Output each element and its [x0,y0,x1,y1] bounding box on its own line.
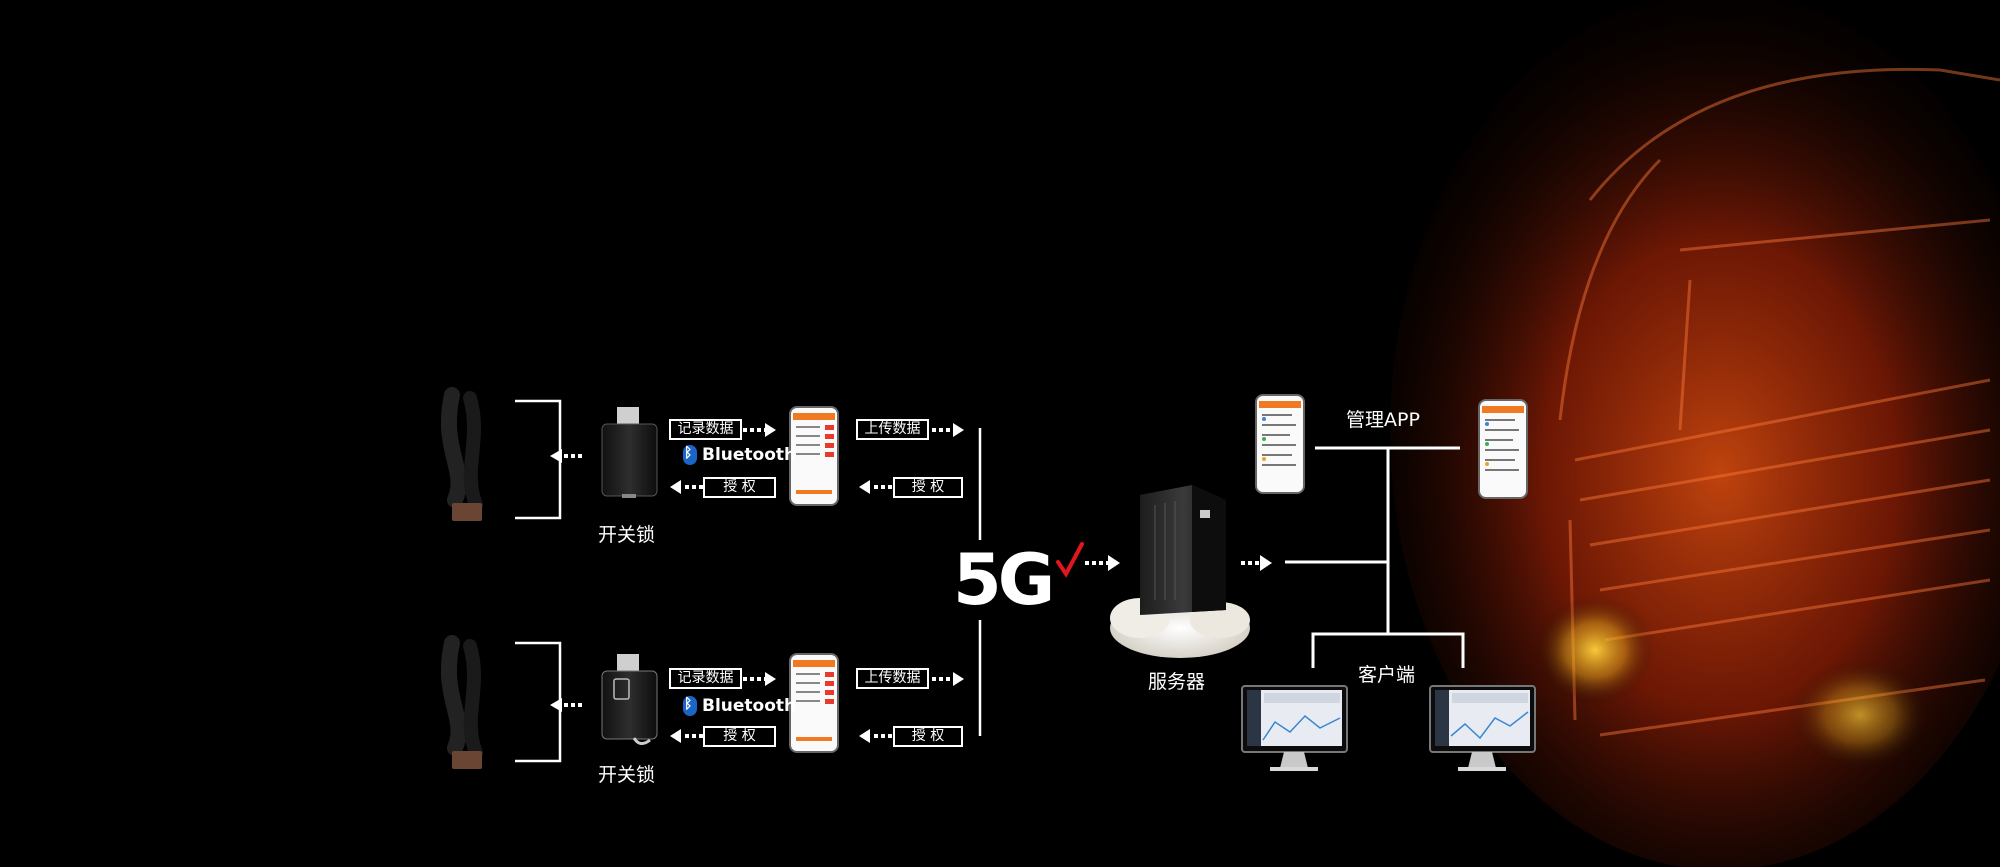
authorize-label: 授 权 [893,726,963,747]
upload-data-label: 上传数据 [856,668,929,689]
phone-app-image [789,653,839,753]
lock-row-2 [440,635,964,769]
record-data-label: 记录数据 [669,668,742,689]
dashed-arrow-left [859,729,892,743]
bluetooth-label: Bluetooth [683,445,796,465]
server-label: 服务器 [1148,671,1206,693]
client-monitor-image [1429,685,1536,771]
client-monitor-image [1241,685,1348,771]
bluetooth-label: Bluetooth [683,696,796,716]
lock-row-1 [440,387,964,521]
dashed-arrow-right [932,672,964,686]
dashed-arrow-left [550,698,582,712]
dashed-arrow-left [670,480,703,494]
lock-label: 开关锁 [598,764,656,786]
client-label: 客户端 [1358,664,1416,686]
authorize-label: 授 权 [893,477,963,498]
dashed-arrow-right [743,672,776,686]
management-app-label: 管理APP [1346,409,1420,431]
dashed-arrow-right [743,423,776,437]
record-data-label: 记录数据 [669,419,742,440]
bluetooth-icon [683,445,697,465]
authorize-label: 授 权 [703,726,776,747]
bluetooth-icon [683,696,697,716]
bluetooth-text: Bluetooth [702,696,797,716]
dashed-arrow-left [550,449,582,463]
chain-lock-image [440,635,483,769]
server-image [1110,485,1250,658]
distribution-lines [1285,446,1465,668]
dashed-arrow-right [932,423,964,437]
chain-lock-image [440,387,483,521]
smart-lock-image [601,407,658,498]
smart-lock-image [601,654,658,745]
bracket-line [515,399,562,520]
network-5g-label: 5G [953,539,1055,621]
management-phone-image [1478,399,1528,499]
truck-background-image [1390,0,2000,867]
bracket-line [515,641,562,763]
dashed-arrow-right [1241,555,1272,571]
dashed-arrow-left [859,480,892,494]
lock-label: 开关锁 [598,524,656,546]
check-mark-icon [1056,542,1084,578]
upload-data-label: 上传数据 [856,419,929,440]
dashed-arrow-right [1085,555,1120,571]
management-phone-image [1255,394,1305,494]
dashed-arrow-left [670,729,703,743]
bluetooth-text: Bluetooth [702,445,797,465]
authorize-label: 授 权 [703,477,776,498]
phone-app-image [789,406,839,506]
